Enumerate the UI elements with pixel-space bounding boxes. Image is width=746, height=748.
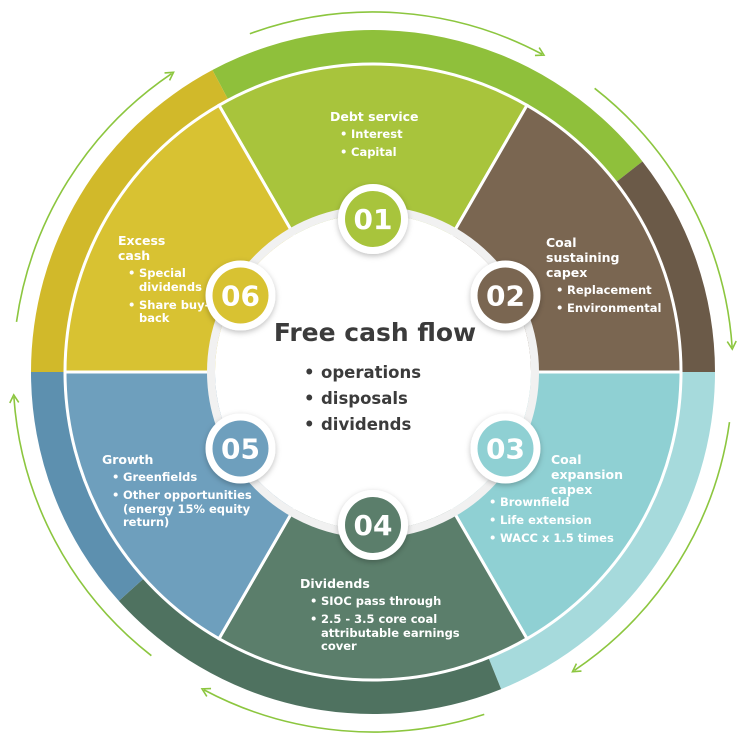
segment-01-item: Capital bbox=[340, 145, 450, 160]
badge-fill bbox=[345, 497, 401, 553]
segment-01-item: Interest bbox=[340, 127, 450, 142]
segment-01-text: Debt service Interest Capital bbox=[330, 109, 450, 164]
segment-02-item: Environmental bbox=[556, 301, 661, 316]
segment-02-text: Coal sustaining capex Replacement Enviro… bbox=[546, 235, 661, 320]
badge-04: 04 bbox=[338, 490, 408, 560]
outer-band-06 bbox=[31, 70, 230, 372]
badge-number: 05 bbox=[221, 433, 260, 466]
segment-06-item: Special dividends bbox=[128, 266, 228, 295]
badge-fill bbox=[477, 420, 534, 477]
cycle-arrows bbox=[9, 11, 737, 733]
center-title: Free cash flow bbox=[273, 318, 477, 347]
cycle-arrow bbox=[200, 687, 485, 733]
segment-03-item: WACC x 1.5 times bbox=[489, 531, 619, 546]
center-list-item: operations bbox=[304, 363, 421, 382]
segment-05-title: Growth bbox=[102, 452, 154, 467]
segment-04-item: SIOC pass through bbox=[310, 594, 475, 609]
badge-fill bbox=[345, 191, 401, 247]
badge-fill bbox=[212, 420, 269, 477]
segment-06-item: Share buy-back bbox=[128, 298, 228, 327]
badge-02: 02 bbox=[470, 260, 541, 331]
segment-04-text: Dividends SIOC pass through 2.5 - 3.5 co… bbox=[300, 576, 475, 658]
segment-05-item: Other opportunities (energy 15% equity r… bbox=[112, 488, 252, 530]
cycle-arrow bbox=[594, 87, 737, 351]
outer-band-03 bbox=[487, 372, 715, 690]
cycle-arrow bbox=[249, 11, 546, 57]
badge-number: 02 bbox=[486, 280, 525, 313]
segment-03-item: Life extension bbox=[489, 513, 619, 528]
segment-02-title: Coal sustaining capex bbox=[546, 235, 620, 280]
segment-01-title: Debt service bbox=[330, 109, 419, 124]
segment-06-text: Excess cash Special dividends Share buy-… bbox=[118, 233, 228, 330]
badge-01: 01 bbox=[338, 184, 408, 254]
segment-05-item: Greenfields bbox=[112, 470, 252, 485]
segment-04-item: 2.5 - 3.5 core coal attributable earning… bbox=[310, 612, 475, 654]
badge-number: 04 bbox=[354, 509, 393, 542]
segment-03-list: Brownfield Life extension WACC x 1.5 tim… bbox=[479, 495, 619, 549]
cycle-arrow bbox=[15, 71, 175, 323]
segment-03-title-block: Coal expansion capex bbox=[551, 452, 624, 501]
badge-number: 03 bbox=[486, 433, 525, 466]
cycle-arrow bbox=[9, 393, 152, 657]
badge-number: 01 bbox=[354, 203, 393, 236]
segment-02-item: Replacement bbox=[556, 283, 661, 298]
segment-05-text: Growth Greenfields Other opportunities (… bbox=[102, 452, 252, 534]
segment-03-title: Coal expansion capex bbox=[551, 452, 624, 497]
segment-03-item: Brownfield bbox=[489, 495, 619, 510]
badge-03: 03 bbox=[470, 413, 541, 484]
badge-05: 05 bbox=[205, 413, 276, 484]
center-list-item: disposals bbox=[304, 389, 421, 408]
segment-06-title: Excess cash bbox=[118, 233, 166, 263]
cycle-arrow bbox=[571, 421, 731, 673]
badge-fill bbox=[477, 267, 534, 324]
segment-04-title: Dividends bbox=[300, 576, 370, 591]
center-list-item: dividends bbox=[304, 415, 421, 434]
center-list: operations disposals dividends bbox=[304, 363, 421, 441]
